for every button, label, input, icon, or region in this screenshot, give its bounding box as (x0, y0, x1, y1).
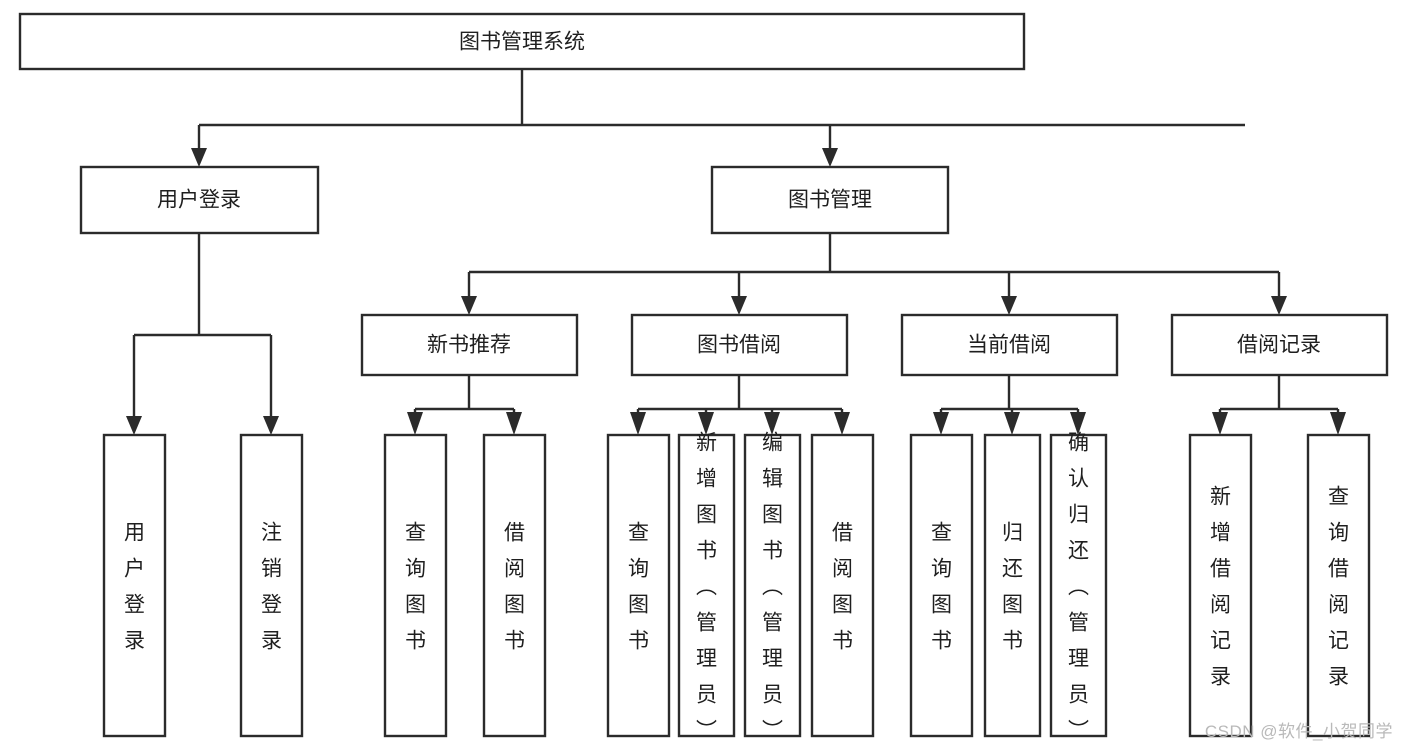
leaf-node-box[interactable] (677, 433, 736, 738)
arrow-icon (1330, 412, 1346, 435)
connector-borrow-to-leaves (630, 375, 850, 435)
leaf-node[interactable]: 借阅图书 (810, 433, 875, 738)
leaf-node-box[interactable] (606, 433, 671, 738)
leaf-node-label: 用户登录 (124, 522, 145, 653)
connector-root-to-level2 (191, 69, 1245, 167)
arrow-icon (834, 412, 850, 435)
node-root-label: 图书管理系统 (459, 31, 585, 54)
arrow-icon (126, 416, 142, 435)
connector-bookmgmt-to-level3 (461, 233, 1287, 315)
arrow-icon (822, 148, 838, 167)
leaf-node[interactable]: 注销登录 (239, 433, 304, 738)
leaf-node-label: 新增图书︵管理员︶ (696, 432, 717, 743)
node-book-borrow-box[interactable] (630, 313, 849, 377)
leaf-node[interactable]: 新增图书︵管理员︶ (677, 432, 736, 743)
connector-newbook-to-leaves (407, 375, 522, 435)
leaf-node-label: 查询图书 (931, 522, 952, 653)
node-user-login-label: 用户登录 (157, 189, 241, 212)
node-book-management-label: 图书管理 (788, 189, 872, 212)
node-borrow-record-box[interactable] (1170, 313, 1389, 377)
leaf-node[interactable]: 新增借阅记录 (1188, 433, 1253, 738)
node-book-borrow[interactable]: 图书借阅 (630, 313, 849, 377)
leaf-node-label: 查询图书 (628, 522, 649, 653)
arrow-icon (1001, 296, 1017, 315)
node-root[interactable]: 图书管理系统 (18, 12, 1026, 71)
arrow-icon (263, 416, 279, 435)
leaf-node-box[interactable] (1306, 433, 1371, 738)
arrow-icon (698, 412, 714, 435)
leaf-node[interactable]: 用户登录 (102, 433, 167, 738)
leaf-node-box[interactable] (810, 433, 875, 738)
node-new-book-recommend-box[interactable] (360, 313, 579, 377)
leaf-node-layer: 用户登录 注销登录 查询图书 借阅图书 查询图书 新增图书︵管理员︶ 编辑图书︵管理员︶ 借阅… (102, 432, 1371, 743)
leaf-node-box[interactable] (983, 433, 1042, 738)
leaf-node-box[interactable] (909, 433, 974, 738)
leaf-node[interactable]: 编辑图书︵管理员︶ (743, 432, 802, 743)
arrow-icon (731, 296, 747, 315)
arrow-icon (764, 412, 780, 435)
leaf-node-label: 借阅图书 (832, 522, 853, 653)
leaf-node[interactable]: 借阅图书 (482, 433, 547, 738)
leaf-node-label: 新增借阅记录 (1210, 486, 1231, 689)
node-book-management-box[interactable] (710, 165, 950, 235)
node-current-borrow[interactable]: 当前借阅 (900, 313, 1119, 377)
node-book-borrow-label: 图书借阅 (697, 334, 781, 357)
leaf-node-box[interactable] (1049, 433, 1108, 738)
arrow-icon (630, 412, 646, 435)
node-user-login-box[interactable] (79, 165, 320, 235)
arrow-icon (1004, 412, 1020, 435)
leaf-node-box[interactable] (482, 433, 547, 738)
leaf-node-box[interactable] (1188, 433, 1253, 738)
arrow-icon (1070, 412, 1086, 435)
connector-userlogin-to-leaves (126, 233, 279, 435)
node-book-management[interactable]: 图书管理 (710, 165, 950, 235)
leaf-node[interactable]: 查询借阅记录 (1306, 433, 1371, 738)
leaf-node-label: 查询图书 (405, 522, 426, 653)
leaf-node[interactable]: 查询图书 (909, 433, 974, 738)
node-root-box[interactable] (18, 12, 1026, 71)
arrow-icon (933, 412, 949, 435)
node-current-borrow-label: 当前借阅 (967, 334, 1051, 357)
node-borrow-record-label: 借阅记录 (1237, 334, 1321, 357)
arrow-icon (506, 412, 522, 435)
arrow-icon (1212, 412, 1228, 435)
node-current-borrow-box[interactable] (900, 313, 1119, 377)
connector-record-to-leaves (1212, 375, 1346, 435)
arrow-icon (407, 412, 423, 435)
leaf-node-box[interactable] (239, 433, 304, 738)
leaf-node[interactable]: 查询图书 (383, 433, 448, 738)
leaf-node[interactable]: 归还图书 (983, 433, 1042, 738)
node-user-login[interactable]: 用户登录 (79, 165, 320, 235)
arrow-icon (1271, 296, 1287, 315)
arrow-icon (461, 296, 477, 315)
leaf-node-label: 确认归还︵管理员︶ (1068, 432, 1089, 743)
node-new-book-recommend[interactable]: 新书推荐 (360, 313, 579, 377)
leaf-node[interactable]: 查询图书 (606, 433, 671, 738)
leaf-node-label: 借阅图书 (504, 522, 525, 653)
node-borrow-record[interactable]: 借阅记录 (1170, 313, 1389, 377)
node-new-book-recommend-label: 新书推荐 (427, 334, 511, 357)
leaf-node-box[interactable] (743, 433, 802, 738)
arrow-icon (191, 148, 207, 167)
leaf-node-label: 编辑图书︵管理员︶ (762, 432, 783, 743)
leaf-node-label: 查询借阅记录 (1328, 486, 1349, 689)
connector-current-to-leaves (933, 375, 1086, 435)
leaf-node-label: 归还图书 (1002, 522, 1023, 653)
leaf-node[interactable]: 确认归还︵管理员︶ (1049, 432, 1108, 743)
leaf-node-label: 注销登录 (261, 522, 282, 653)
leaf-node-box[interactable] (383, 433, 448, 738)
leaf-node-box[interactable] (102, 433, 167, 738)
